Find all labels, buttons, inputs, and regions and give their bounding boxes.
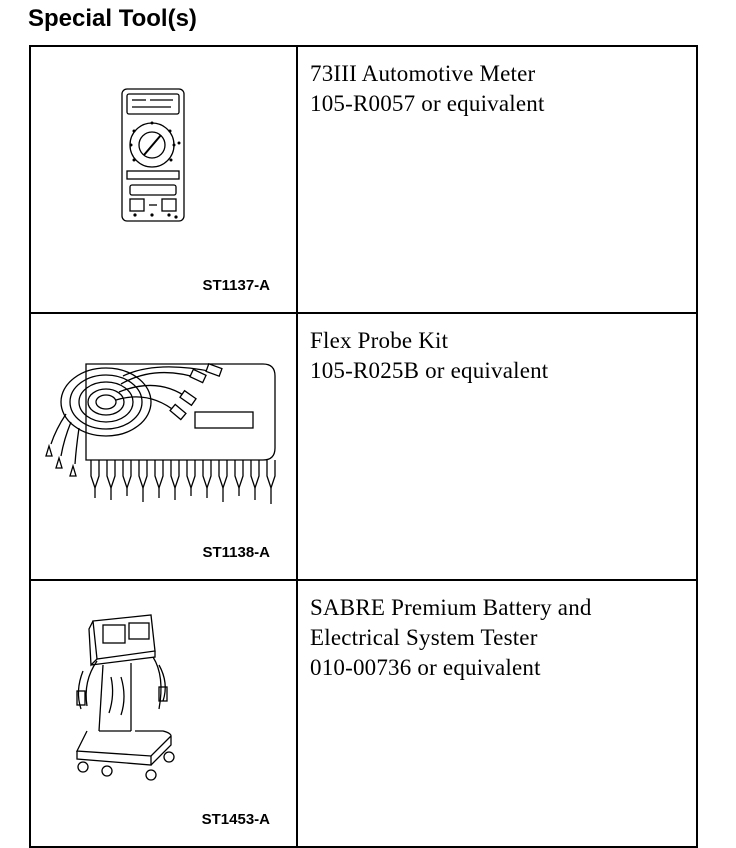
tool-description-line: 105-R0057 or equivalent <box>310 91 545 116</box>
page-title: Special Tool(s) <box>28 5 197 32</box>
tool-image-cell: ST1137-A <box>29 45 298 314</box>
tool-description-line: SABRE Premium Battery and <box>310 595 592 620</box>
tool-description-cell: SABRE Premium Battery and Electrical Sys… <box>296 579 698 848</box>
table-row: ST1453-A SABRE Premium Battery and Elect… <box>29 579 698 848</box>
probe-kit-icon <box>45 363 276 504</box>
tool-description-line: Electrical System Tester <box>310 625 538 650</box>
tool-description-cell: 73III Automotive Meter 105-R0057 or equi… <box>296 45 698 314</box>
tool-image-cell: ST1453-A <box>29 579 298 848</box>
battery-tester-icon <box>75 614 175 781</box>
special-tools-table: ST1137-A 73III Automotive Meter 105-R005… <box>29 45 698 848</box>
tool-description-line: 73III Automotive Meter <box>310 61 536 86</box>
tool-image-cell: ST1138-A <box>29 312 298 581</box>
figure-code: ST1138-A <box>202 544 270 561</box>
tool-description-cell: Flex Probe Kit 105-R025B or equivalent <box>296 312 698 581</box>
figure-code: ST1453-A <box>201 811 270 828</box>
multimeter-icon <box>121 88 185 222</box>
tool-description-line: 105-R025B or equivalent <box>310 358 549 383</box>
table-row: ST1138-A Flex Probe Kit 105-R025B or equ… <box>29 312 698 581</box>
tool-description-line: 010-00736 or equivalent <box>310 655 541 680</box>
tool-description-line: Flex Probe Kit <box>310 328 449 353</box>
figure-code: ST1137-A <box>202 277 270 294</box>
table-row: ST1137-A 73III Automotive Meter 105-R005… <box>29 45 698 314</box>
